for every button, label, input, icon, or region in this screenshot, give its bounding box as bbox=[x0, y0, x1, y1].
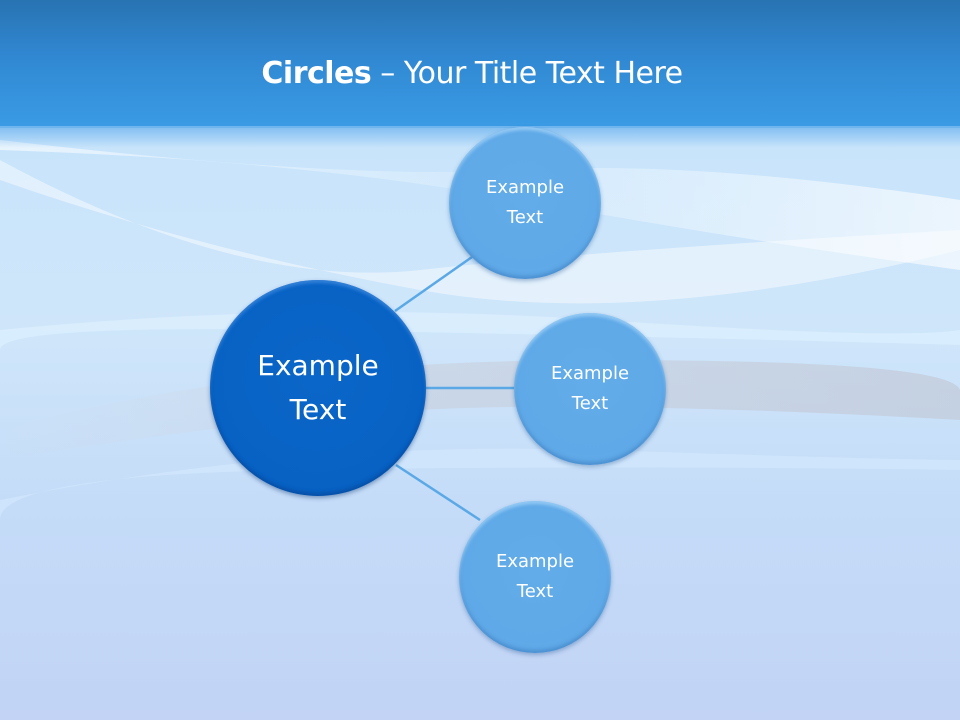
title-bar bbox=[0, 0, 960, 128]
slide-title-bold: Circles bbox=[261, 56, 372, 91]
connector-bottom bbox=[395, 463, 481, 522]
satellite-circle-middle[interactable]: Example Text bbox=[514, 313, 666, 465]
slide-title-rest: – Your Title Text Here bbox=[371, 56, 683, 91]
satellite-bottom-line1: Example bbox=[495, 551, 575, 572]
center-circle-line1: Example bbox=[257, 349, 379, 382]
satellite-top-line2: Text bbox=[506, 207, 544, 228]
slide-title: Circles – Your Title Text Here bbox=[0, 54, 944, 94]
satellite-middle-line2: Text bbox=[571, 393, 609, 414]
center-circle-label: Example Text bbox=[257, 344, 378, 432]
satellite-circle-label: Example Text bbox=[486, 173, 564, 233]
title-bar-edge bbox=[0, 126, 960, 148]
center-circle[interactable]: Example Text bbox=[210, 280, 426, 496]
center-circle-line2: Text bbox=[289, 393, 347, 426]
satellite-circle-label: Example Text bbox=[551, 359, 629, 419]
satellite-middle-line1: Example bbox=[550, 363, 630, 384]
satellite-circle-top[interactable]: Example Text bbox=[449, 127, 601, 279]
connector-top bbox=[394, 255, 473, 313]
satellite-circle-label: Example Text bbox=[496, 547, 574, 607]
satellite-bottom-line2: Text bbox=[516, 581, 554, 602]
satellite-circle-bottom[interactable]: Example Text bbox=[459, 501, 611, 653]
satellite-top-line1: Example bbox=[485, 177, 565, 198]
